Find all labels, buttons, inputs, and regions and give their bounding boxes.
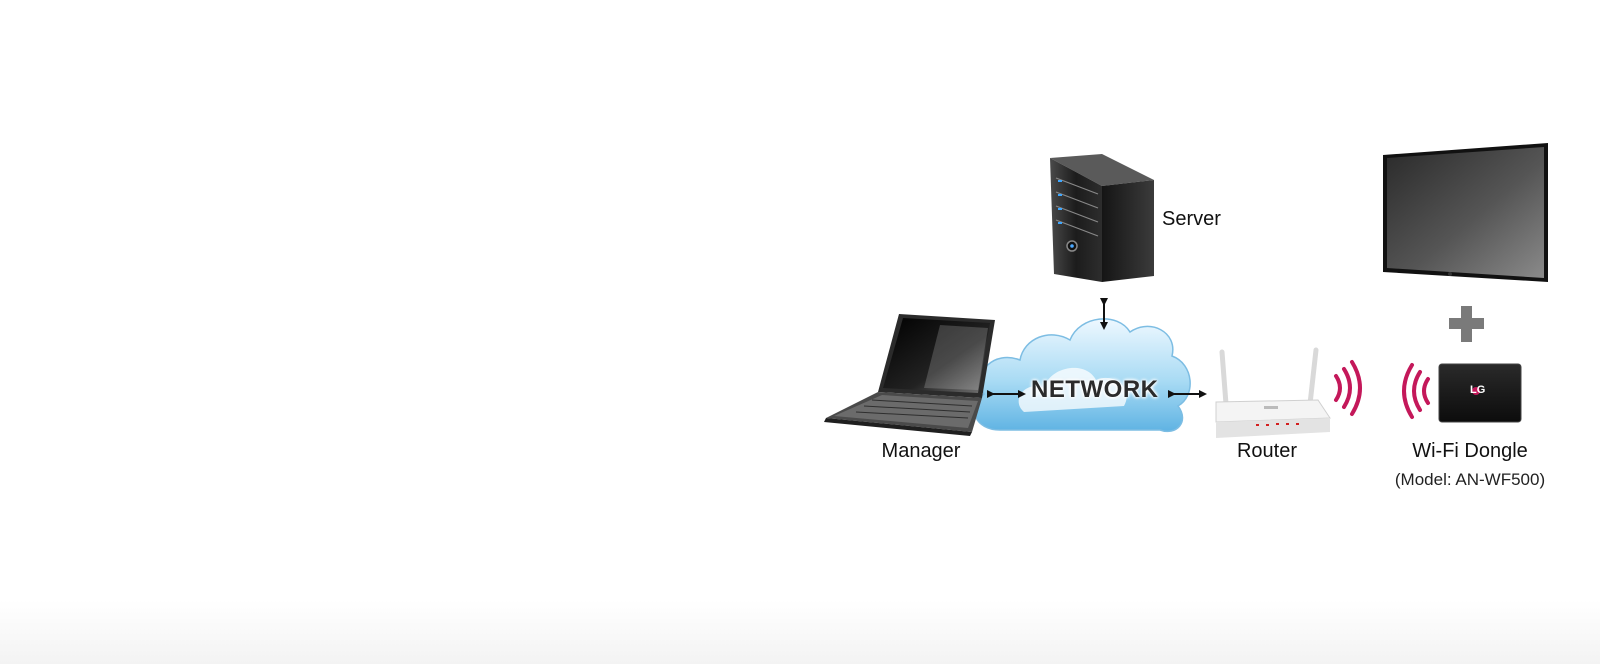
plus-icon [1449, 306, 1484, 342]
wifi-signal-icon [1402, 363, 1430, 419]
laptop-icon [824, 314, 995, 436]
router-label: Router [1236, 440, 1298, 462]
dongle-model-label: (Model: AN-WF500) [1394, 470, 1546, 489]
network-label: NETWORK [1031, 376, 1159, 403]
manager-label: Manager [881, 440, 961, 462]
router-icon [1215, 347, 1331, 438]
display-icon [1383, 143, 1548, 282]
server-icon [1050, 154, 1154, 282]
dongle-icon [1438, 363, 1522, 423]
bottom-fade [0, 600, 1600, 664]
dongle-brand-logo: LG [1470, 384, 1486, 396]
server-label: Server [1162, 208, 1221, 230]
connection-arrows [987, 298, 1207, 398]
wifi-signal-icon [1334, 360, 1362, 416]
dongle-label: Wi-Fi Dongle [1412, 440, 1528, 462]
